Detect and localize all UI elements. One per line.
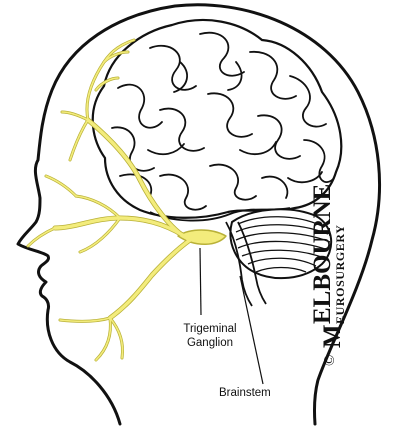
watermark-line2: EUROSURGERY	[333, 224, 347, 324]
trigeminal-ganglion-label-line1: Trigeminal	[183, 323, 236, 335]
ganglion-leader-line	[200, 248, 201, 315]
trigeminal-ganglion-label-line2: Ganglion	[187, 337, 233, 349]
melbourne-neurosurgery-watermark: © M ELBOURNE EUROSURGERY	[309, 184, 347, 366]
brainstem-label: Brainstem	[219, 387, 271, 399]
cerebrum	[93, 20, 342, 218]
watermark-initial: M	[319, 324, 346, 348]
watermark-copyright: ©	[322, 355, 338, 366]
watermark-line1: ELBOURNE	[309, 184, 336, 324]
